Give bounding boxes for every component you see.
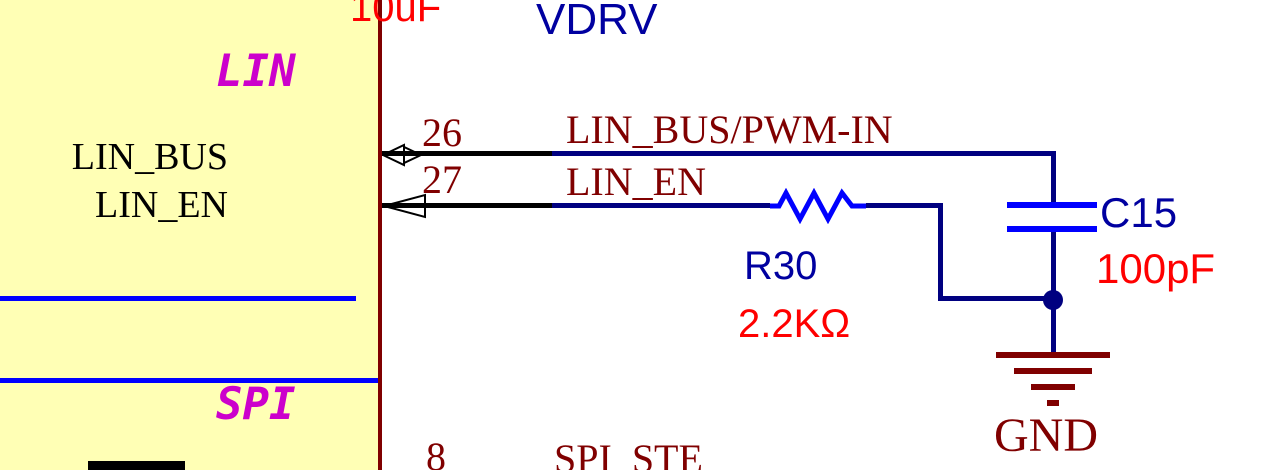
capacitor-designator[interactable]: C15 [1100, 189, 1178, 236]
gnd-lead-wire[interactable] [1051, 300, 1056, 354]
pin-name-lin-en[interactable]: LIN_EN [95, 184, 228, 226]
section-divider-line-1[interactable] [0, 296, 356, 301]
net-label-spi-ste[interactable]: SPI_STE [554, 436, 703, 470]
net-label-lin-bus-pwm-in[interactable]: LIN_BUS/PWM-IN [566, 107, 893, 152]
capacitor-plate-bottom[interactable] [1007, 226, 1097, 232]
component-body[interactable] [0, 0, 378, 470]
offscreen-cap-value[interactable]: 10uF [350, 0, 442, 30]
pin27-number[interactable]: 27 [422, 157, 462, 202]
lin-en-net-wire-c[interactable] [938, 296, 1056, 301]
resistor-designator[interactable]: R30 [744, 244, 818, 288]
resistor-symbol[interactable] [770, 188, 866, 224]
pin8-number[interactable]: 8 [426, 434, 446, 470]
pin26-number[interactable]: 26 [422, 110, 462, 155]
gnd-label[interactable]: GND [994, 409, 1098, 462]
cap-bottom-lead-wire[interactable] [1051, 232, 1056, 300]
section-label-spi[interactable]: SPI [216, 379, 296, 430]
vdrv-power-label[interactable]: VDRV [536, 0, 658, 44]
gnd-bar-1[interactable] [996, 352, 1110, 358]
lin-en-net-wire-b[interactable] [866, 203, 943, 208]
pin26-stub-wire[interactable] [382, 151, 552, 156]
capacitor-plate-top[interactable] [1007, 202, 1097, 208]
section-divider-line-2[interactable] [0, 378, 382, 383]
active-low-overline [88, 461, 185, 470]
lin-en-net-wire-vertical[interactable] [938, 203, 943, 301]
cap-top-lead-wire[interactable] [1051, 151, 1056, 206]
gnd-bar-4[interactable] [1047, 400, 1059, 406]
lin-en-net-wire-a[interactable] [552, 203, 770, 208]
net-label-lin-en[interactable]: LIN_EN [566, 159, 706, 204]
component-border-right[interactable] [378, 0, 382, 470]
pin-name-lin-bus[interactable]: LIN_BUS [71, 136, 228, 178]
lin-bus-net-wire[interactable] [552, 151, 1056, 156]
resistor-value[interactable]: 2.2KΩ [738, 302, 851, 346]
gnd-bar-3[interactable] [1031, 384, 1075, 390]
gnd-bar-2[interactable] [1014, 368, 1092, 374]
pin27-stub-wire[interactable] [382, 203, 552, 208]
capacitor-value[interactable]: 100pF [1096, 245, 1216, 292]
section-label-lin[interactable]: LIN [216, 46, 296, 97]
